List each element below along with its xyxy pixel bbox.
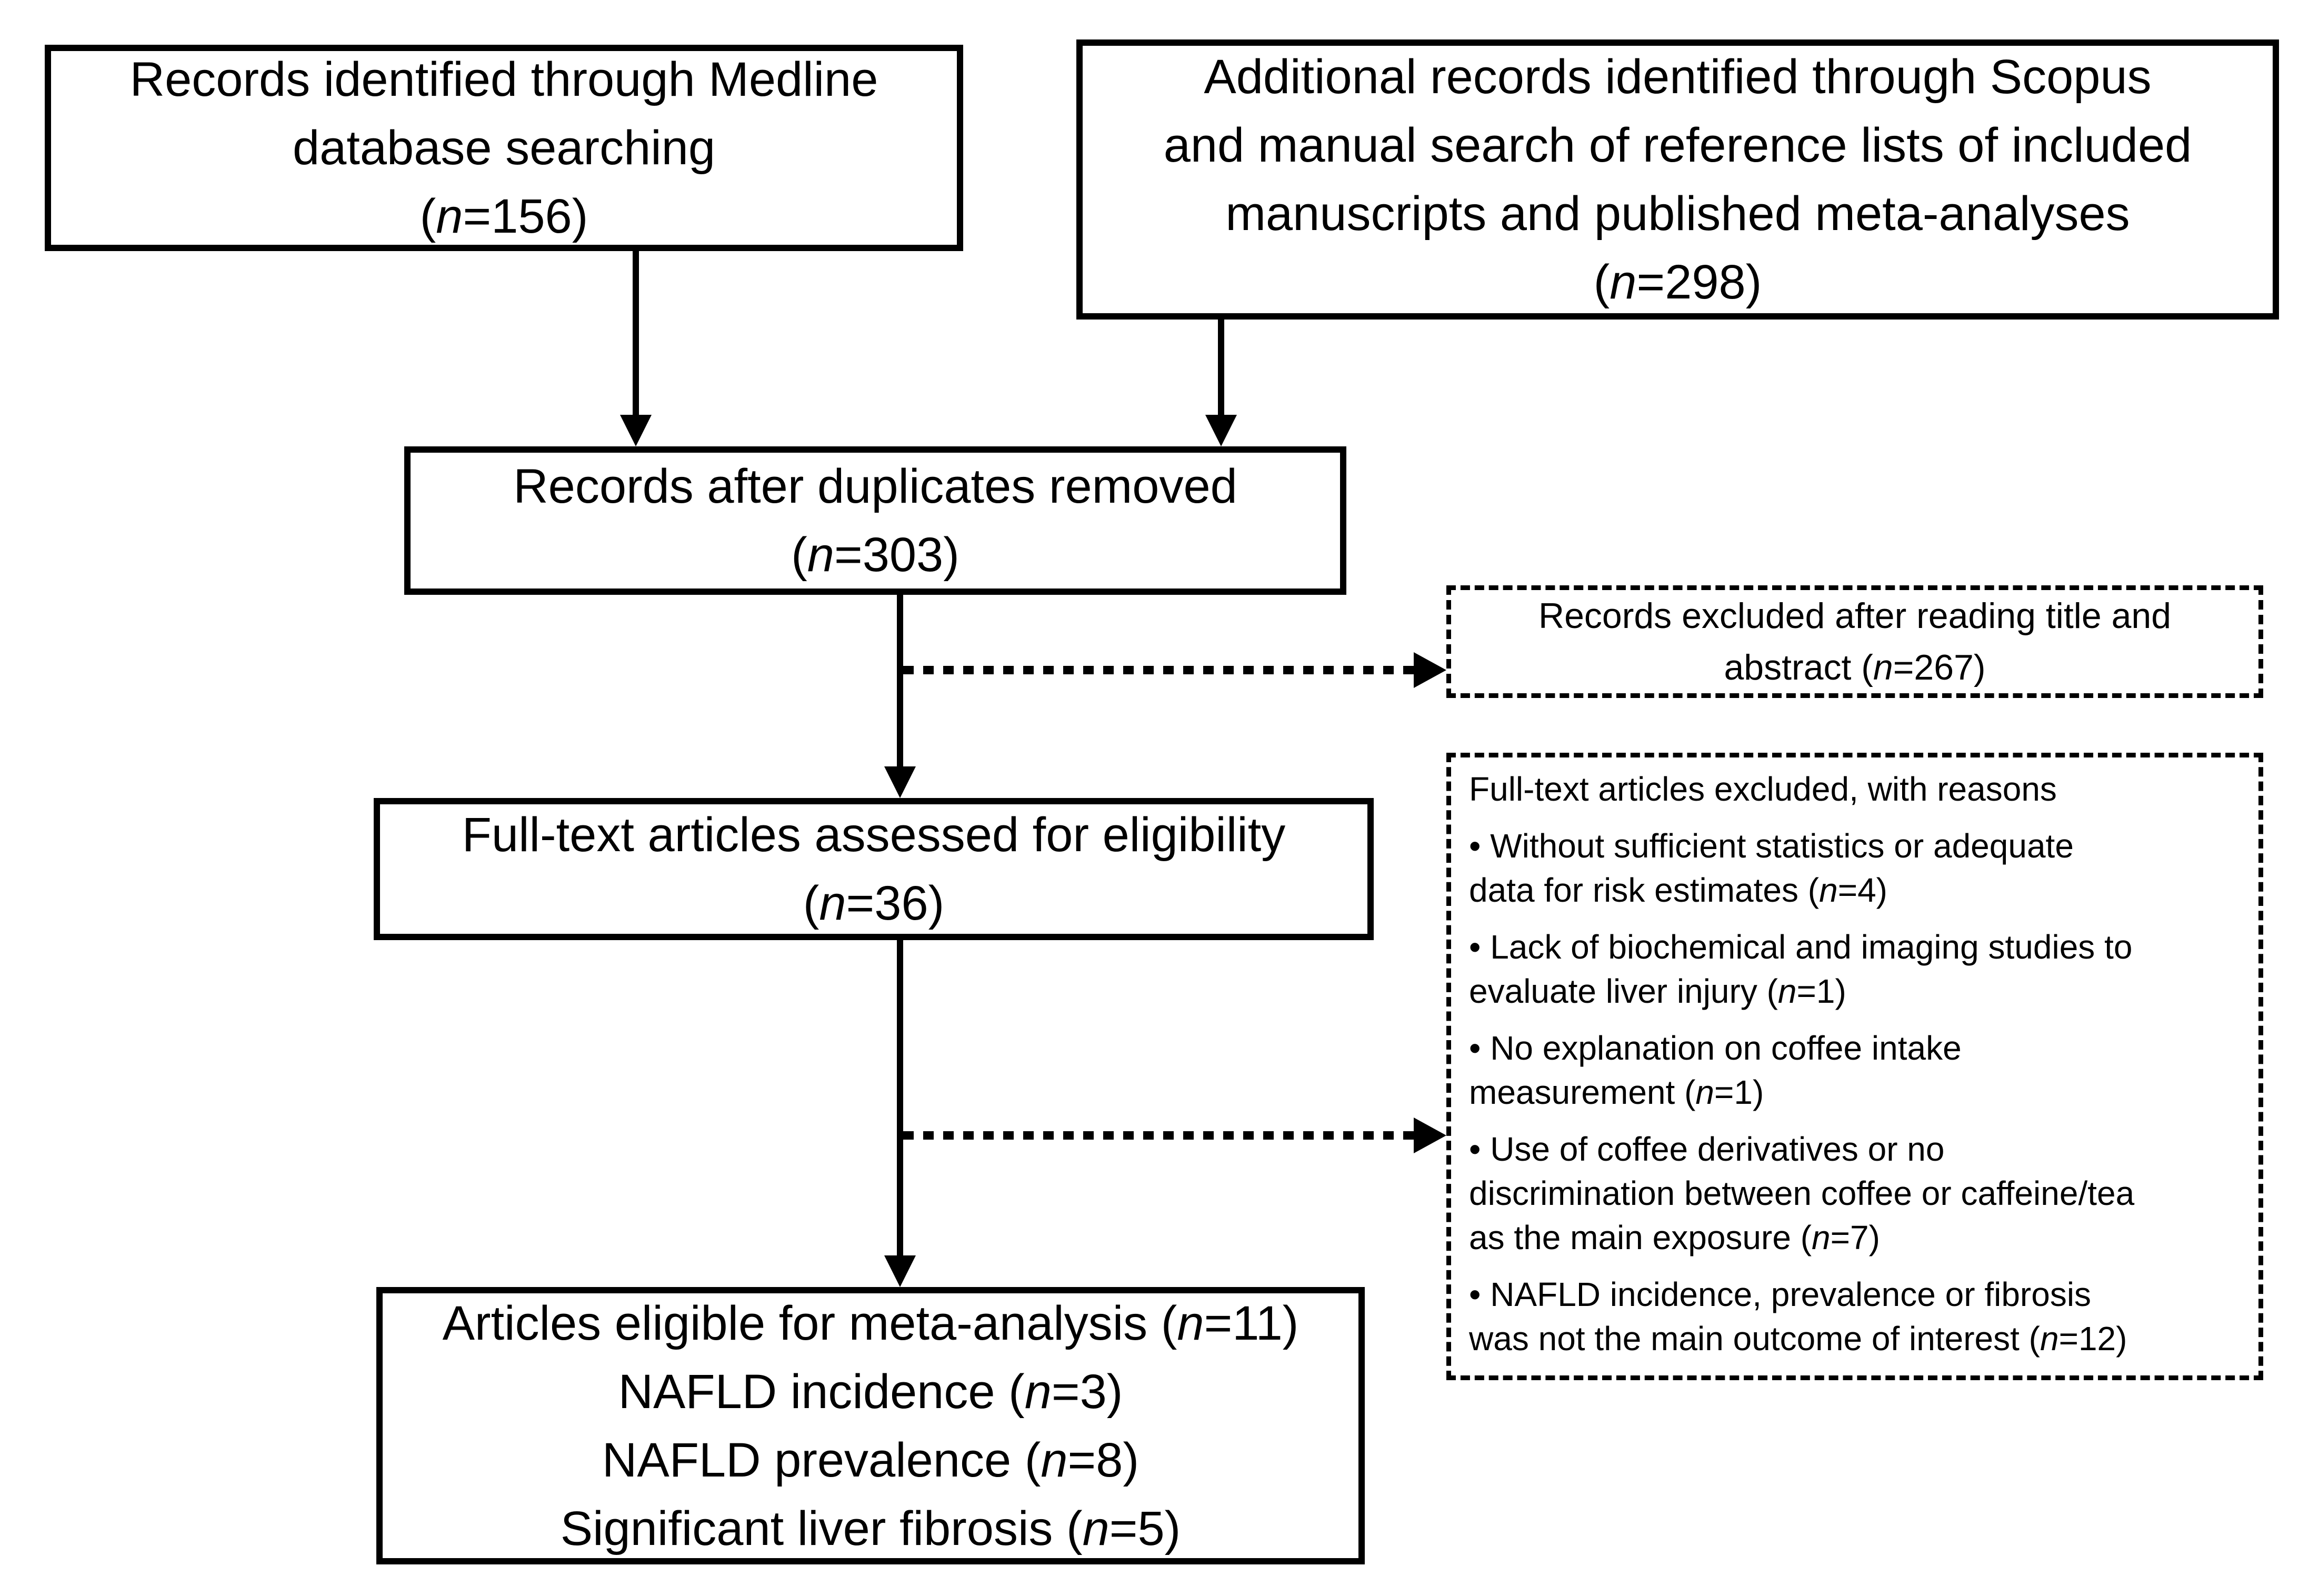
arrow-scopus-to-duplicates-head bbox=[1205, 415, 1237, 446]
arrow-duplicates-to-fulltext-head bbox=[884, 766, 916, 798]
arrow-to-records-excluded-head bbox=[1414, 652, 1446, 688]
box-eligible-articles: Articles eligible for meta-analysis (n=1… bbox=[376, 1287, 1365, 1564]
box-records-excluded: Records excluded after reading title and… bbox=[1446, 585, 2263, 698]
arrow-fulltext-to-eligible-head bbox=[884, 1255, 916, 1287]
box-duplicates-removed: Records after duplicates removed(n=303) bbox=[404, 446, 1346, 595]
fulltext-excluded-reasons: • Without sufficient statistics or adequ… bbox=[1469, 827, 2135, 1358]
box-fulltext-assessed: Full-text articles assessed for eligibil… bbox=[374, 798, 1374, 940]
arrow-medline-to-duplicates-head bbox=[620, 415, 652, 446]
box-fulltext-excluded: Full-text articles excluded, with reason… bbox=[1446, 753, 2263, 1380]
arrow-duplicates-to-fulltext-line bbox=[897, 595, 903, 767]
arrow-fulltext-to-eligible-line bbox=[897, 940, 903, 1256]
arrow-to-fulltext-excluded-head bbox=[1414, 1118, 1446, 1153]
box-scopus-records: Additional records identified through Sc… bbox=[1076, 39, 2279, 320]
arrow-to-fulltext-excluded-line bbox=[903, 1131, 1414, 1140]
arrow-to-records-excluded-line bbox=[903, 666, 1414, 674]
fulltext-excluded-title: Full-text articles excluded, with reason… bbox=[1469, 770, 2057, 808]
arrow-scopus-to-duplicates-line bbox=[1218, 318, 1224, 416]
arrow-medline-to-duplicates-line bbox=[633, 251, 639, 416]
